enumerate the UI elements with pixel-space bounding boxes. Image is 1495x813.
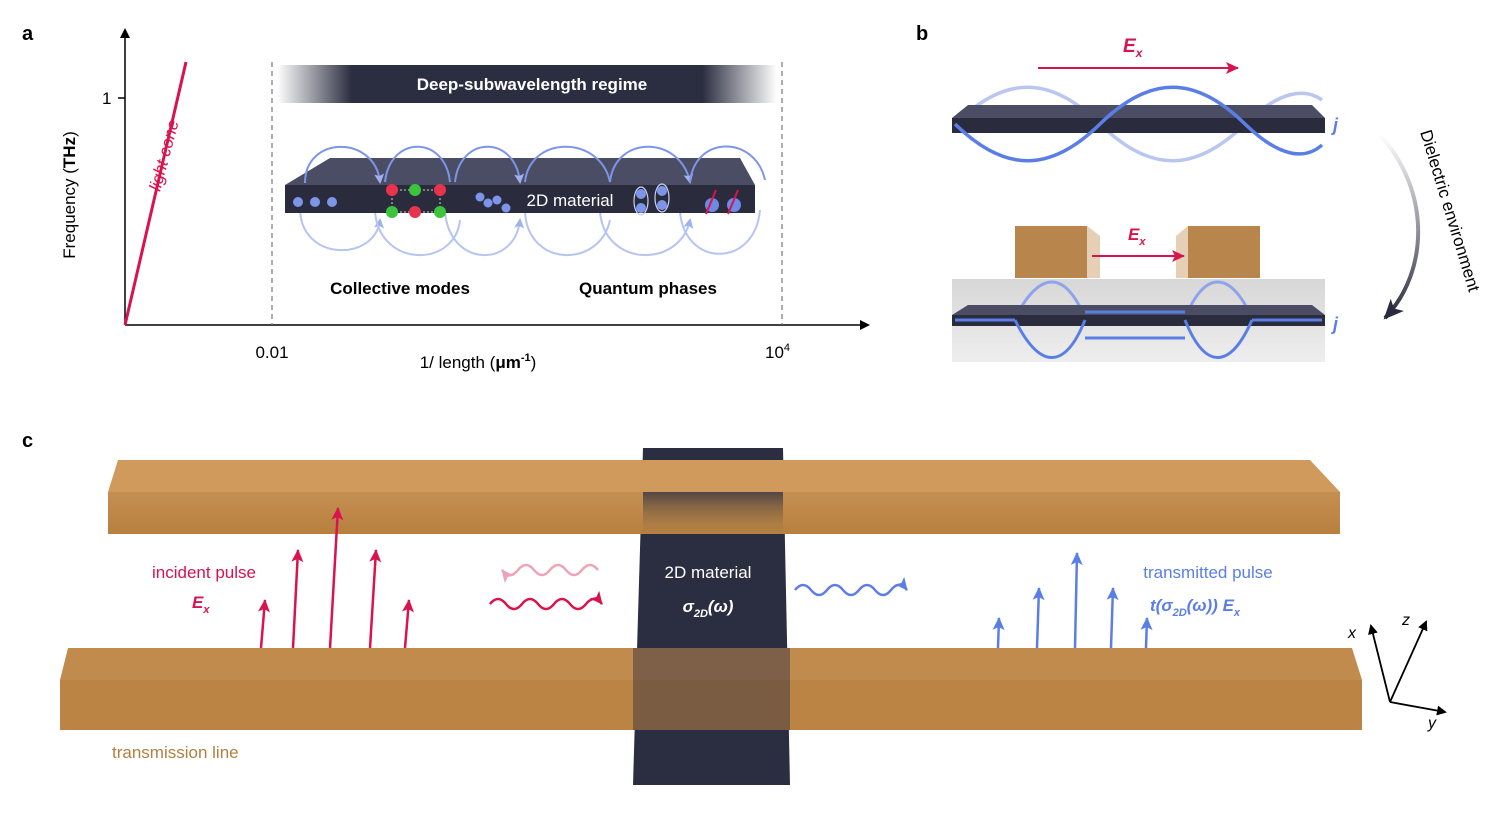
- bottom-line-top-face: [60, 648, 1362, 680]
- x-tick-right: 104: [765, 342, 790, 362]
- exciton-lattice: [386, 184, 446, 218]
- x-axis-label: 1/ length (μm-1): [420, 352, 537, 372]
- wave-bottom-dark: [1013, 310, 1254, 359]
- y-coord-axis: [1389, 701, 1447, 716]
- y-tick-label: 1: [102, 89, 111, 108]
- light-cone-line: [123, 61, 188, 326]
- y-axis-label: Frequency (THz): [60, 131, 79, 259]
- collective-modes-label: Collective modes: [330, 279, 470, 298]
- gate-left: [1015, 226, 1087, 278]
- axis-z-label: z: [1401, 612, 1410, 629]
- bottom-slab: [952, 315, 1325, 326]
- incident-pulse-title: incident pulse: [152, 563, 256, 582]
- slab-label: 2D material: [527, 191, 614, 210]
- coordinate-axes: [1368, 620, 1447, 716]
- bottom-transmission-line: [60, 680, 1362, 730]
- field-mid-label: Ex: [1128, 225, 1146, 248]
- current-bottom-label: j: [1331, 314, 1339, 334]
- environment-label: Dielectric environment: [1416, 128, 1483, 295]
- transmitted-pulse-title: transmitted pulse: [1143, 563, 1272, 582]
- transmitted-field-label: t(σ2D(ω)) Ex: [1150, 596, 1241, 619]
- bottom-line-shadow: [633, 648, 790, 730]
- axis-y-label: y: [1427, 715, 1437, 732]
- top-line-shadow: [643, 492, 783, 542]
- field-loops-bottom: [299, 207, 761, 256]
- current-top-label: j: [1331, 115, 1339, 135]
- 2d-material-slab: [285, 185, 755, 213]
- quantum-phases-label: Quantum phases: [579, 279, 717, 298]
- incident-wave: [489, 590, 603, 611]
- gate-right-side: [1176, 226, 1188, 278]
- z-coord-axis: [1389, 620, 1428, 703]
- cooper-pairs: [633, 183, 670, 216]
- panel-b-label: b: [916, 23, 928, 45]
- top-slab-face: [952, 105, 1325, 118]
- panel-c: c incident pulse Ex 2D material σ2D(ω): [22, 430, 1447, 785]
- field-loops-top: [304, 145, 766, 184]
- transmission-line-label: transmission line: [112, 743, 239, 762]
- panel-c-label: c: [22, 430, 33, 452]
- material-label: 2D material: [665, 563, 752, 582]
- environment-arc: [1378, 133, 1421, 320]
- axis-x-label: x: [1347, 625, 1357, 642]
- top-line-top-face: [108, 460, 1340, 492]
- incident-field-label: Ex: [192, 593, 210, 616]
- bottom-slab-face: [952, 305, 1325, 315]
- x-coord-axis: [1368, 624, 1391, 703]
- incident-arrows: [258, 507, 414, 649]
- panel-a: a 1 Frequency (THz) 0.01 104 1/ length (…: [22, 23, 870, 372]
- material-window: [643, 534, 783, 648]
- top-slab: [952, 118, 1325, 133]
- wave-top-light: [953, 85, 1324, 163]
- regime-banner-text: Deep-subwavelength regime: [417, 75, 648, 94]
- reflected-wave: [501, 563, 599, 584]
- electron-cluster: [475, 192, 511, 213]
- gate-left-side: [1087, 226, 1100, 278]
- field-top-label: Ex: [1123, 36, 1144, 60]
- gate-right: [1188, 226, 1260, 278]
- electron-group: [293, 197, 337, 207]
- x-tick-left: 0.01: [255, 343, 288, 362]
- slab-top-face: [285, 158, 755, 185]
- panel-a-label: a: [22, 23, 34, 45]
- wave-top-dark: [953, 85, 1324, 163]
- light-cone-label: light cone: [146, 118, 183, 193]
- transmitted-arrows: [992, 552, 1153, 649]
- transmitted-wave: [794, 576, 908, 597]
- panel-b: b Ex j Ex j Dielectric environment: [916, 23, 1484, 362]
- sigma-label: σ2D(ω): [683, 597, 734, 620]
- regime-banner: [277, 65, 777, 103]
- spin-particles: [705, 189, 741, 215]
